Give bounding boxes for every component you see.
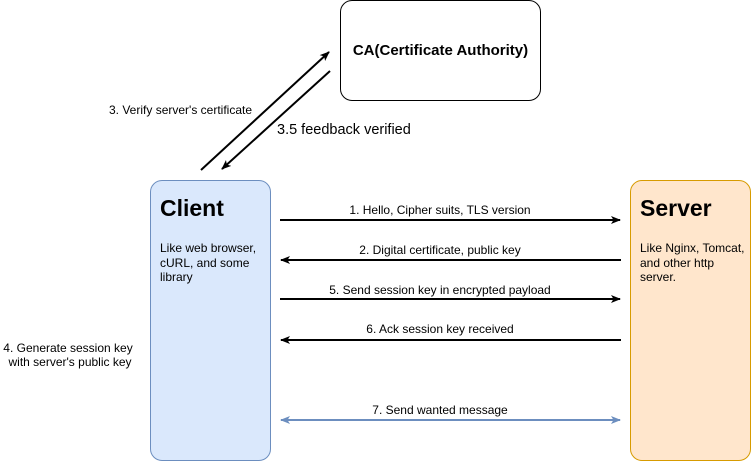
message-7-label: 7. Send wanted message: [372, 403, 508, 417]
message-5-label: 5. Send session key in encrypted payload: [329, 283, 551, 297]
verify-label: 3. Verify server's certificate: [109, 103, 253, 117]
message-2-label: 2. Digital certificate, public key: [359, 243, 521, 257]
feedback-label: 3.5 feedback verified: [277, 122, 411, 138]
generate-label-line2: with server's public key: [8, 355, 132, 369]
verify-arrow: [200, 51, 330, 171]
ca-title: CA(Certificate Authority): [352, 42, 529, 59]
message-6-label: 6. Ack session key received: [366, 322, 514, 336]
generate-label-line1: 4. Generate session key: [3, 341, 133, 355]
client-description: Like web browser, cURL, and some library: [160, 241, 257, 284]
server-title: Server: [640, 195, 712, 221]
ca-node: CA(Certificate Authority): [340, 0, 541, 101]
server-node: Server Like Nginx, Tomcat, and other htt…: [630, 180, 751, 461]
feedback-arrow: [221, 70, 331, 170]
server-description: Like Nginx, Tomcat, and other http serve…: [640, 241, 745, 284]
client-node: Client Like web browser, cURL, and some …: [150, 180, 271, 461]
message-1-label: 1. Hello, Cipher suits, TLS version: [349, 203, 531, 217]
client-title: Client: [160, 195, 224, 221]
